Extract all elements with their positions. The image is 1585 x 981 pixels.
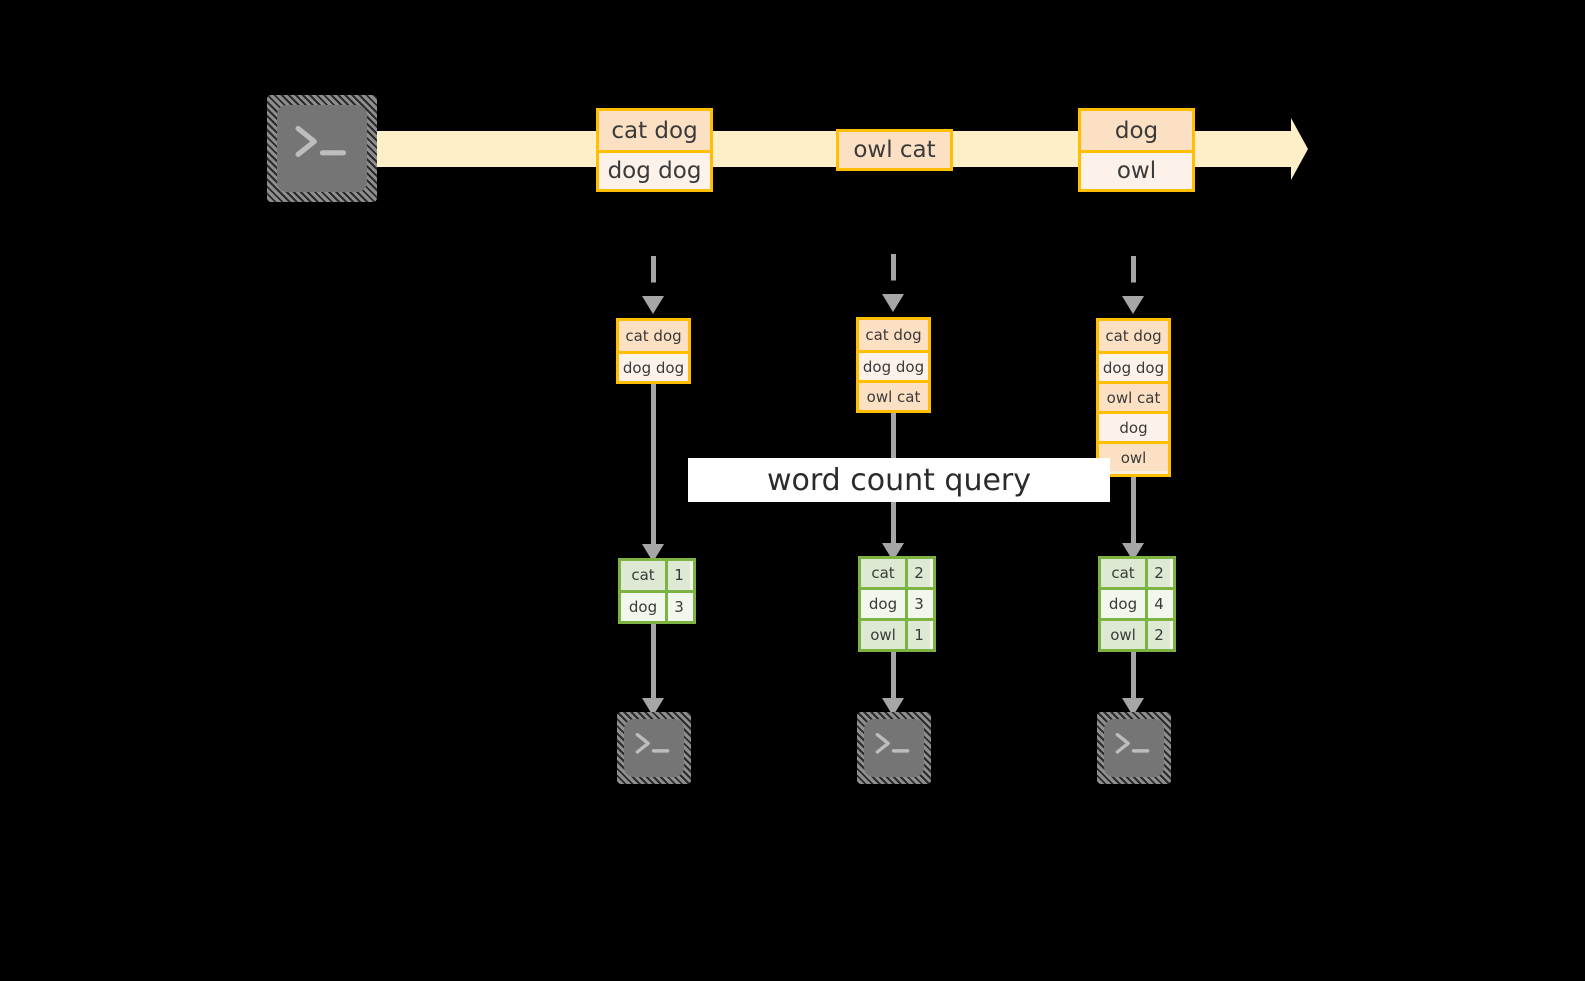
- result-row: cat 2: [1101, 559, 1173, 587]
- terminal-body: [624, 719, 684, 777]
- result-row: dog 3: [861, 587, 933, 618]
- accumulated-row: owl cat: [1099, 381, 1168, 411]
- result-word: dog: [861, 590, 905, 618]
- accumulated-table-t2: cat dog dog dog owl cat: [856, 317, 931, 413]
- stream-message-line: owl cat: [839, 132, 950, 168]
- stream-arrowhead: [1291, 118, 1308, 180]
- accumulated-row: cat dog: [1099, 321, 1168, 351]
- query-banner: word count query: [688, 458, 1110, 502]
- stream-message-line: owl: [1081, 150, 1192, 189]
- source-terminal-icon: [267, 95, 377, 202]
- result-count: 2: [1145, 621, 1170, 649]
- query-connector-3: [1131, 477, 1136, 551]
- accumulated-row: cat dog: [859, 320, 928, 350]
- trigger-connector-1: [651, 256, 656, 302]
- terminal-prompt-icon: [632, 727, 675, 762]
- result-row: owl 2: [1101, 618, 1173, 649]
- accumulated-row: owl cat: [859, 380, 928, 410]
- accumulated-row: cat dog: [619, 321, 688, 351]
- result-table-t2: cat 2 dog 3 owl 1: [858, 556, 936, 652]
- sink-connector-1: [651, 624, 656, 704]
- sink-connector-2: [891, 652, 896, 704]
- accumulated-row: dog dog: [619, 351, 688, 381]
- result-word: cat: [861, 559, 905, 587]
- stream-message-batch-1: cat dog dog dog: [596, 108, 713, 192]
- query-connector-arrowhead-1: [642, 544, 664, 562]
- stream-message-batch-2: owl cat: [836, 129, 953, 171]
- query-banner-label: word count query: [766, 462, 1032, 498]
- stream-message-line: dog: [1081, 111, 1192, 150]
- terminal-body: [277, 105, 367, 192]
- sink-connector-arrowhead-2: [882, 698, 904, 716]
- result-count: 2: [905, 559, 930, 587]
- result-count: 2: [1145, 559, 1170, 587]
- accumulated-table-t1: cat dog dog dog: [616, 318, 691, 384]
- result-word: dog: [1101, 590, 1145, 618]
- trigger-connector-2: [891, 254, 896, 300]
- terminal-prompt-icon: [1112, 727, 1155, 762]
- result-row: cat 1: [621, 561, 693, 590]
- result-word: dog: [621, 592, 665, 621]
- result-table-t1: cat 1 dog 3: [618, 558, 696, 624]
- trigger-connector-arrowhead-1: [642, 296, 664, 314]
- result-row: dog 4: [1101, 587, 1173, 618]
- accumulated-row: dog: [1099, 411, 1168, 441]
- terminal-body: [864, 719, 924, 777]
- accumulated-row: dog dog: [1099, 351, 1168, 381]
- terminal-prompt-icon: [872, 727, 915, 762]
- sink-connector-arrowhead-1: [642, 698, 664, 716]
- accumulated-table-t3: cat dog dog dog owl cat dog owl: [1096, 318, 1171, 477]
- result-word: owl: [861, 621, 905, 649]
- result-row: dog 3: [621, 589, 693, 621]
- result-count: 3: [905, 590, 930, 618]
- accumulated-row: owl: [1099, 441, 1168, 471]
- sink-connector-arrowhead-3: [1122, 698, 1144, 716]
- query-connector-1: [651, 384, 656, 552]
- result-count: 4: [1145, 590, 1170, 618]
- stream-message-line: dog dog: [599, 150, 710, 189]
- result-count: 1: [665, 561, 690, 590]
- accumulated-row: dog dog: [859, 350, 928, 380]
- sink-connector-3: [1131, 652, 1136, 704]
- result-count: 1: [905, 621, 930, 649]
- terminal-prompt-icon: [290, 117, 355, 169]
- result-table-t3: cat 2 dog 4 owl 2: [1098, 556, 1176, 652]
- stream-message-batch-3: dog owl: [1078, 108, 1195, 192]
- trigger-connector-arrowhead-2: [882, 294, 904, 312]
- result-count: 3: [665, 592, 690, 621]
- trigger-connector-arrowhead-3: [1122, 296, 1144, 314]
- result-row: cat 2: [861, 559, 933, 587]
- result-row: owl 1: [861, 618, 933, 649]
- stream-message-line: cat dog: [599, 111, 710, 150]
- result-word: cat: [1101, 559, 1145, 587]
- sink-terminal-icon-2: [857, 712, 931, 784]
- result-word: cat: [621, 561, 665, 590]
- trigger-connector-3: [1131, 256, 1136, 302]
- terminal-body: [1104, 719, 1164, 777]
- result-word: owl: [1101, 621, 1145, 649]
- sink-terminal-icon-3: [1097, 712, 1171, 784]
- sink-terminal-icon-1: [617, 712, 691, 784]
